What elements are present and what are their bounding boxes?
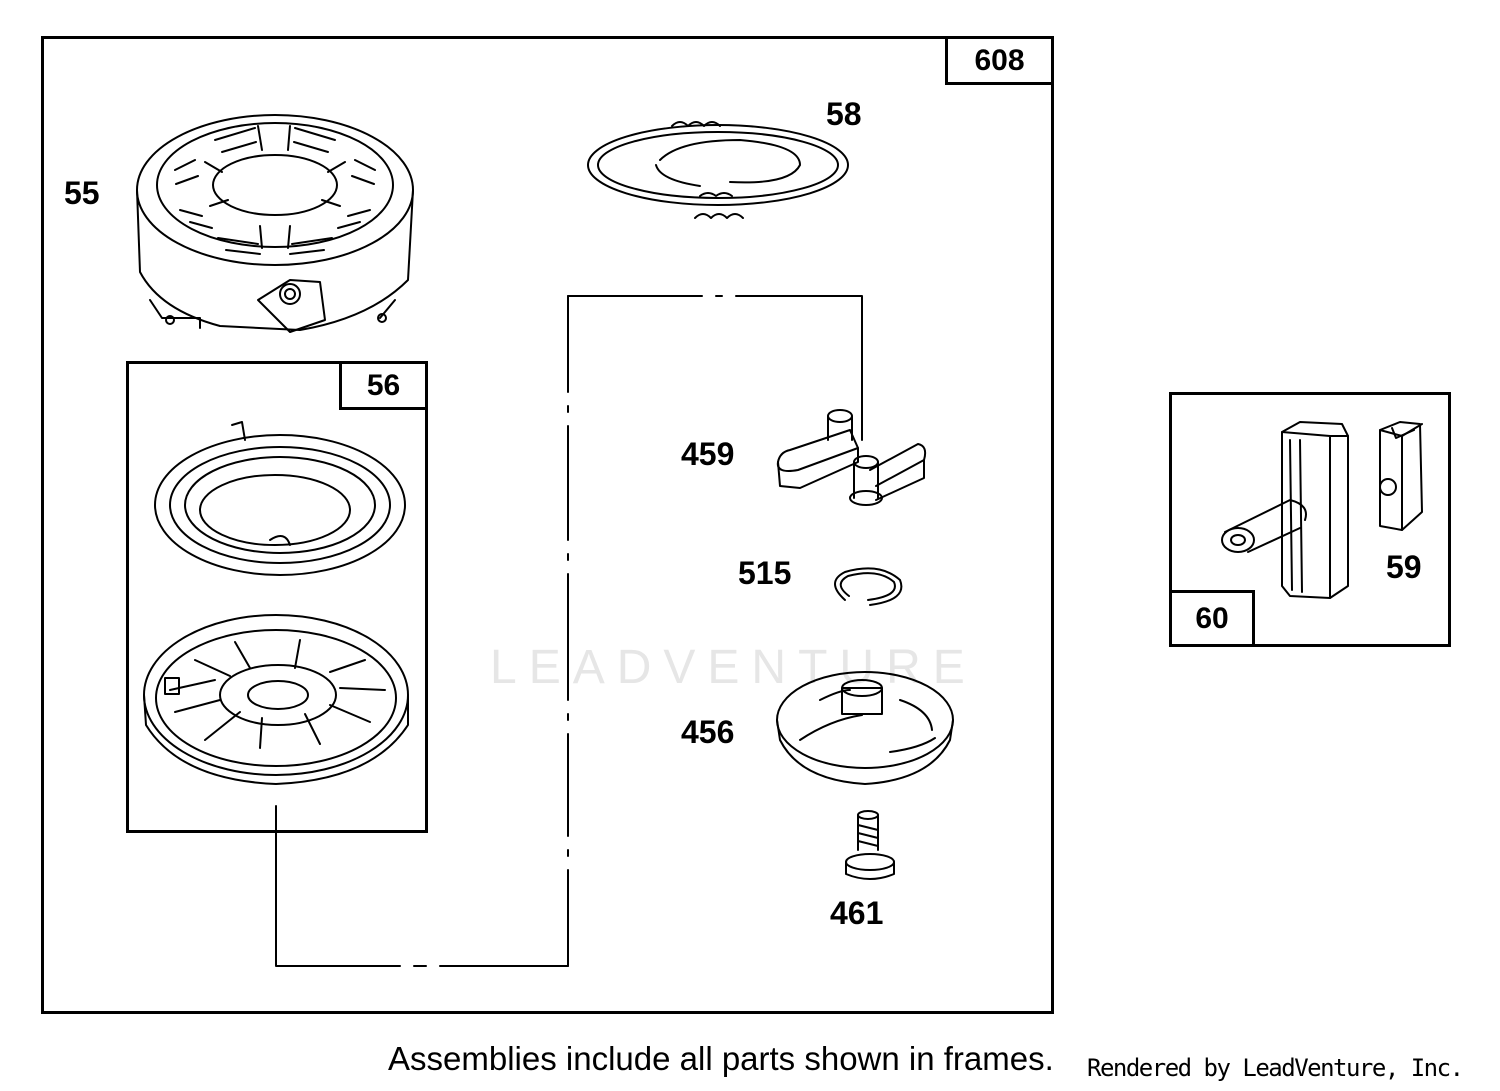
callout-461: 461: [830, 895, 884, 931]
recoil-spring: [154, 421, 406, 576]
callout-58: 58: [826, 96, 862, 132]
ratchet-pawls-459: [776, 409, 927, 506]
starter-pulley: [143, 614, 409, 785]
rendered-by-credit: Rendered by LeadVenture, Inc.: [1087, 1054, 1464, 1082]
main-assembly-frame: [41, 36, 1054, 1014]
main-frame-tag: 608: [945, 36, 1054, 85]
pawl-retainer-456: [776, 671, 954, 785]
callout-459: 459: [681, 436, 735, 472]
starter-rope-58: [587, 121, 849, 219]
shoulder-screw-461: [845, 810, 895, 880]
side-assembly-frame: [1169, 392, 1451, 647]
callout-515: 515: [738, 555, 792, 591]
side-frame-tag: 60: [1169, 590, 1255, 647]
sub-frame-tag: 56: [339, 361, 428, 410]
callout-55: 55: [64, 175, 100, 211]
rope-insert-59: [1379, 421, 1423, 531]
retaining-ring-515: [834, 567, 903, 606]
assemblies-note: Assemblies include all parts shown in fr…: [388, 1040, 1054, 1077]
watermark-text: LEADVENTURE: [490, 641, 977, 694]
blower-housing-55: [136, 114, 414, 333]
leader-lines: [275, 295, 863, 967]
starter-handle-60: [1221, 421, 1349, 599]
callout-456: 456: [681, 714, 735, 750]
callout-59: 59: [1386, 549, 1422, 585]
